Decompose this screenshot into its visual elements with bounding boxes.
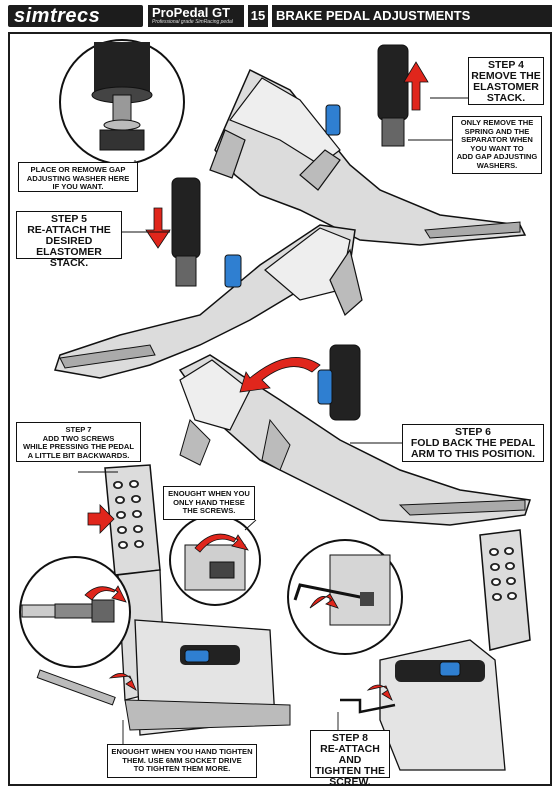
page-number: 15	[248, 5, 268, 27]
callout-line: STACK.	[486, 92, 526, 104]
callout-line: TIGHTEN THE	[315, 765, 385, 777]
product-name: ProPedal GT	[152, 5, 231, 20]
callout-line: REMOVE THE	[471, 70, 541, 82]
callout-line: ONLY HAND THESE	[173, 497, 245, 507]
callout-line: RE-ATTACH AND	[320, 743, 380, 766]
callout-line: ADD TWO SCREWS	[42, 433, 115, 443]
callout-line: ADJUSTING WASHER HERE	[26, 173, 130, 183]
callout-line: TO TIGHTEN THEM MORE.	[133, 764, 231, 774]
detail-circle-socket-drive	[19, 556, 131, 668]
detail-circle-washer	[59, 39, 185, 165]
callout-line: ELASTOMER STACK.	[36, 246, 102, 269]
callout-line: ARM TO THIS POSITION.	[410, 448, 536, 460]
leader-lines	[78, 97, 468, 748]
callout-line: ELASTOMER	[473, 81, 539, 93]
callout-line: STEP 7	[65, 425, 92, 434]
logo-text: simtrecs	[14, 5, 101, 27]
pedal-illustration-step5	[54, 177, 363, 379]
callout-line: ENOUGHT WHEN YOU HAND TIGHTEN	[111, 747, 253, 756]
callout-line: YOU WANT TO	[470, 143, 524, 153]
callout-line: FOLD BACK THE PEDAL	[410, 437, 536, 449]
callout-only-remove: ONLY REMOVE THE SPRING AND THE SEPARATOR…	[452, 116, 542, 174]
callout-line: RE-ATTACH THE	[27, 224, 111, 236]
callout-step4: STEP 4 REMOVE THE ELASTOMER STACK.	[468, 57, 544, 105]
callout-line: SEPARATOR WHEN	[461, 135, 533, 145]
callout-line: THEM. USE 6mm SOCKET DRIVE	[122, 755, 242, 765]
callout-enough-hand: ENOUGHT WHEN YOU ONLY HAND THESE THE SCR…	[163, 486, 255, 520]
pedal-illustration-step7	[87, 464, 291, 736]
content-frame	[8, 32, 552, 786]
callout-line: WASHERS.	[476, 160, 518, 170]
callout-step8: STEP 8 RE-ATTACH AND TIGHTEN THE SCREW.	[310, 730, 390, 788]
pedal-illustration-step6	[178, 344, 531, 526]
callout-step6: STEP 6 FOLD BACK THE PEDAL ARM TO THIS P…	[402, 424, 544, 462]
callout-line: PLACE OR REMOWE GAP	[30, 165, 126, 174]
callout-line: IF YOU WANT.	[52, 182, 104, 192]
callout-gap-washer: PLACE OR REMOWE GAP ADJUSTING WASHER HER…	[18, 162, 138, 192]
callout-line: STEP 8	[332, 732, 368, 744]
page-title: BRAKE PEDAL ADJUSTMENTS	[272, 5, 552, 27]
callout-line: WHILE PRESSING THE PEDAL	[23, 442, 134, 452]
callout-line: A LITTLE BIT BACKWARDS.	[27, 450, 130, 460]
brand-logo: simtrecs	[8, 5, 143, 27]
detail-circle-hand-screw	[169, 514, 261, 606]
product-subtitle: Professional grade SimRacing pedal	[152, 19, 233, 25]
callout-line: STEP 6	[455, 426, 491, 438]
callout-line: STEP 5	[51, 213, 87, 225]
callout-line: SCREW.	[329, 776, 371, 788]
callout-line: SPRING AND THE	[464, 126, 530, 136]
callout-step7: STEP 7 ADD TWO SCREWS WHILE PRESSING THE…	[16, 422, 141, 462]
product-badge: ProPedal GT Professional grade SimRacing…	[148, 5, 244, 27]
callout-line: STEP 4	[488, 59, 524, 71]
pedal-illustration-step4	[209, 44, 527, 246]
pedal-illustration-step8	[340, 529, 531, 771]
callout-enough-tighten: ENOUGHT WHEN YOU HAND TIGHTEN THEM. USE …	[107, 744, 257, 778]
callout-line: THE SCREWS.	[182, 506, 236, 516]
detail-circle-allen-key	[287, 539, 403, 655]
callout-line: ADD GAP ADJUSTING	[456, 152, 538, 162]
callout-line: DESIRED	[45, 235, 93, 247]
callout-line: ONLY REMOVE THE	[460, 118, 534, 127]
callout-line: ENOUGHT WHEN YOU	[168, 489, 250, 498]
callout-step5: STEP 5 RE-ATTACH THE DESIRED ELASTOMER S…	[16, 211, 122, 269]
socket-wrench-tool	[36, 669, 137, 706]
page-header: simtrecs ProPedal GT Professional grade …	[0, 0, 560, 30]
